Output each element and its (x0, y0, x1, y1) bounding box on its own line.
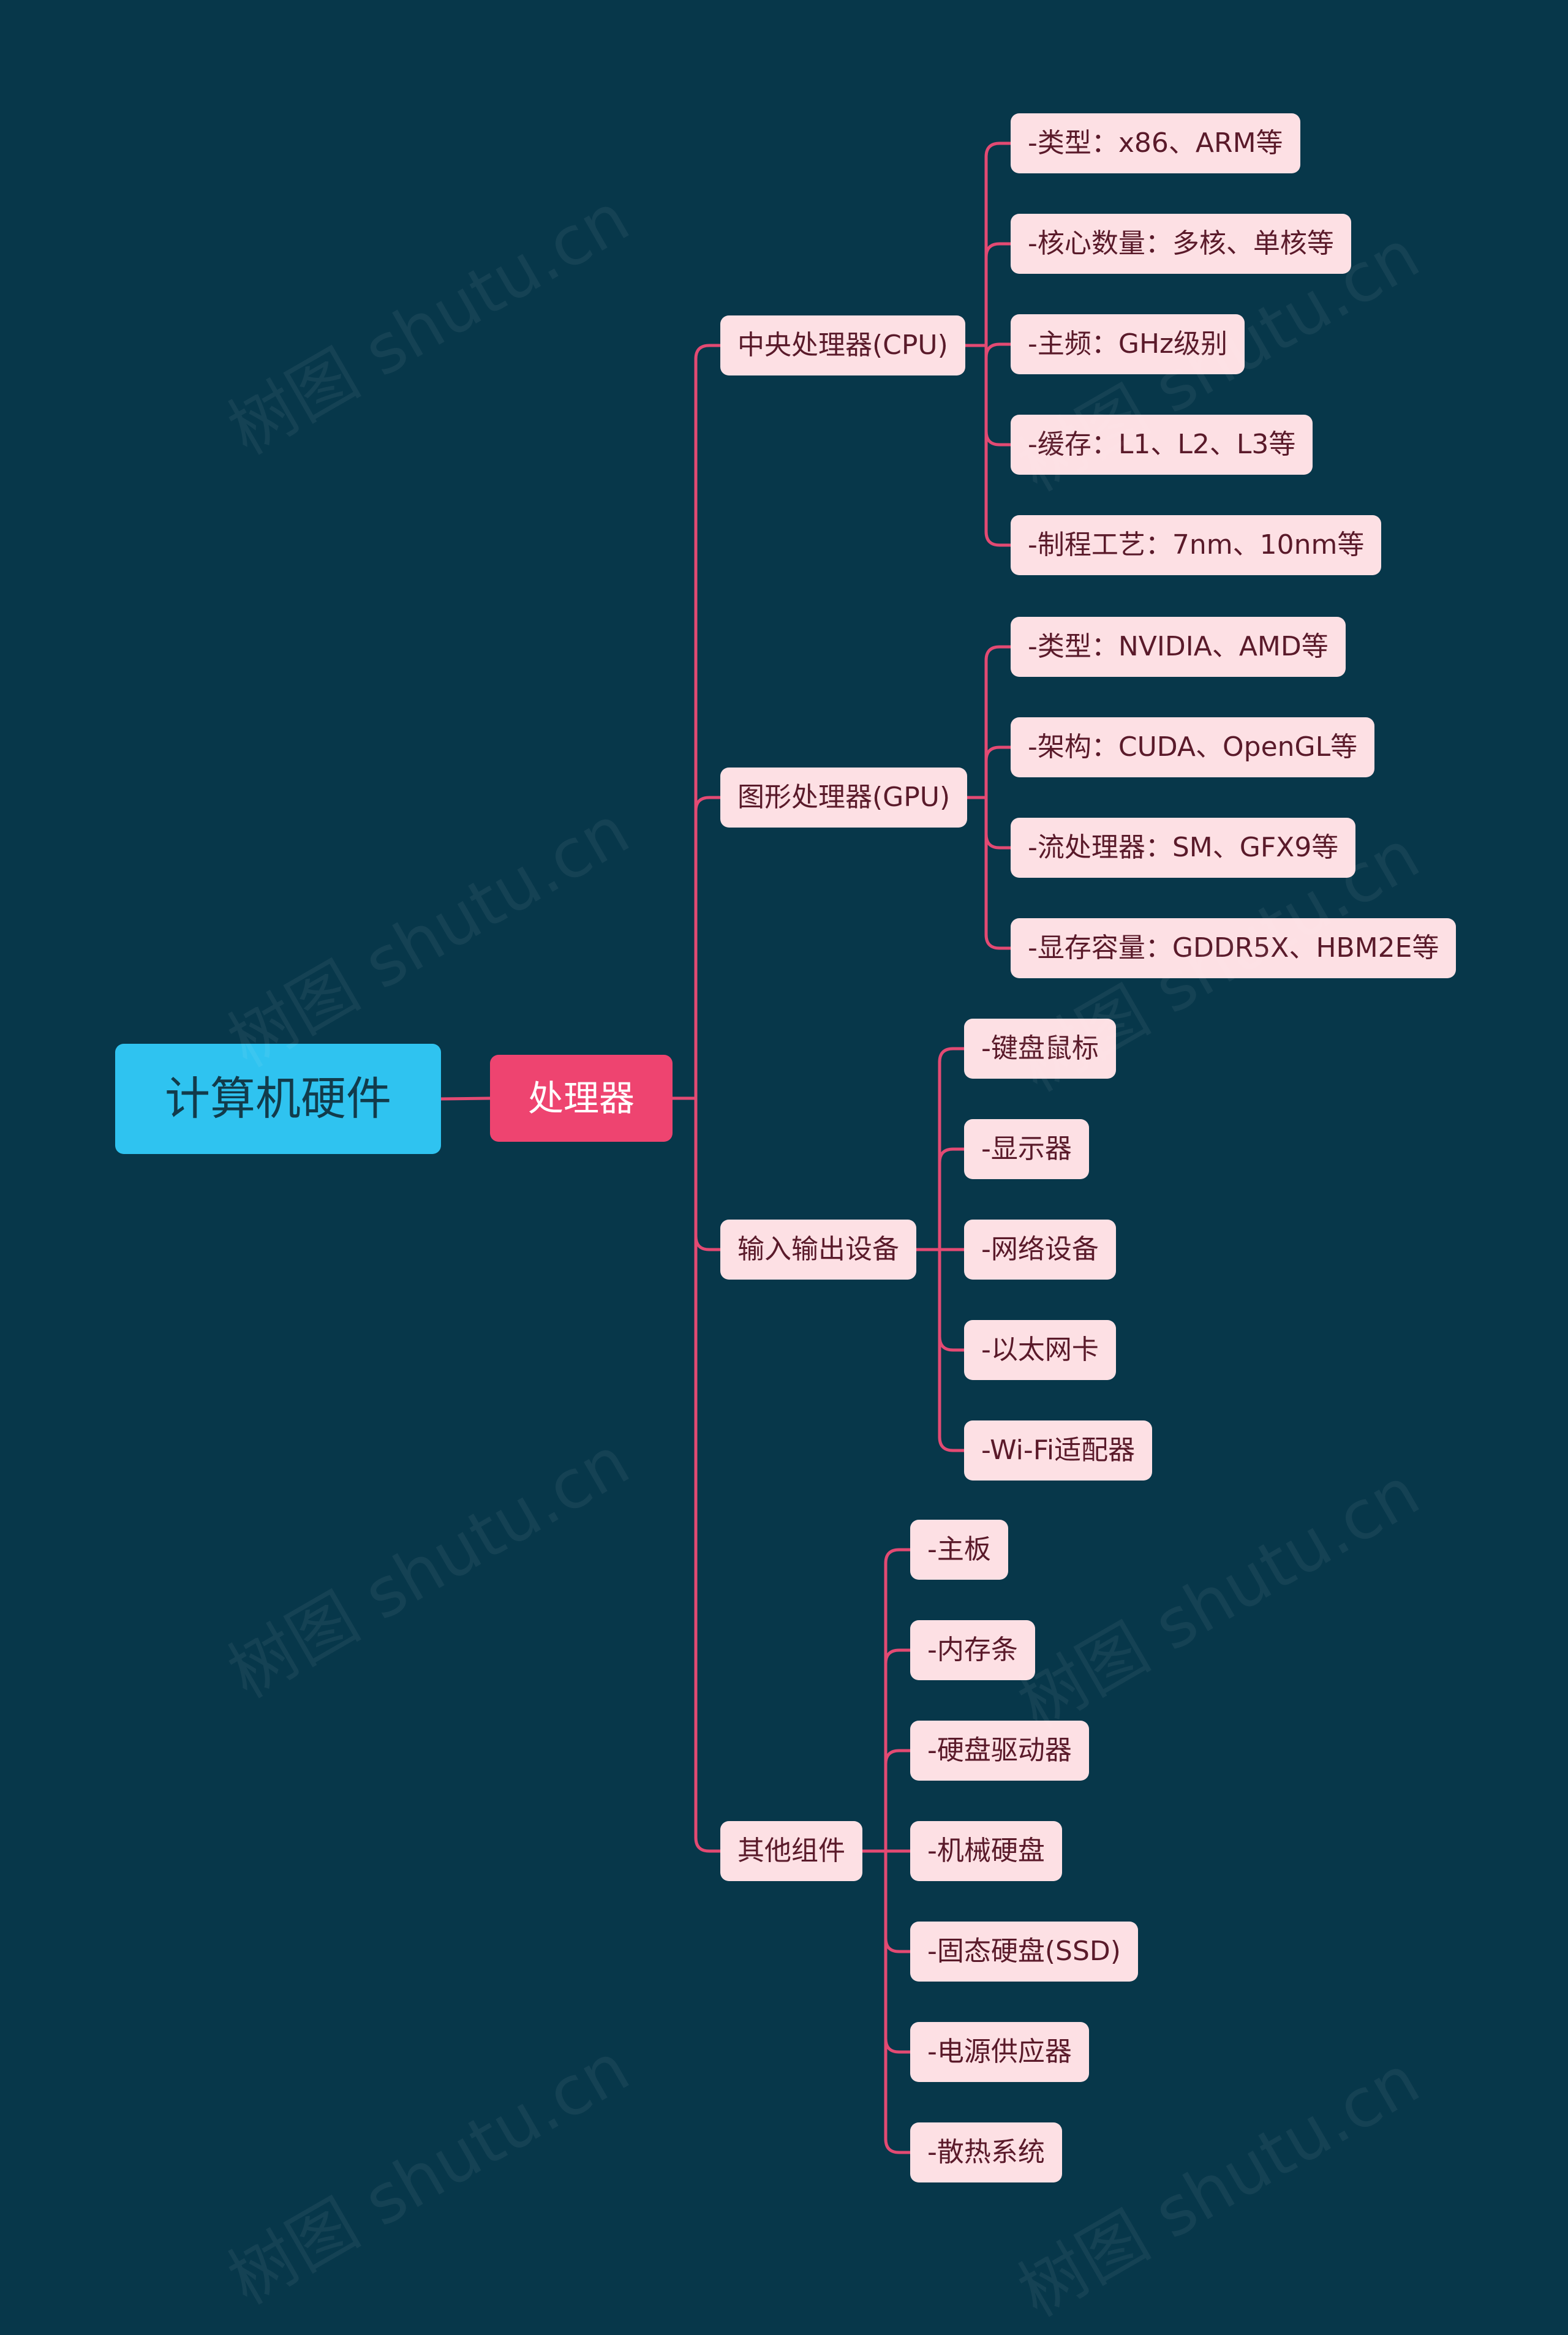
branch-node-gpu[interactable]: 图形处理器(GPU) (720, 768, 968, 828)
connector-branch-leaves-link (884, 2137, 912, 2154)
leaf-node[interactable]: -键盘鼠标 (964, 1019, 1116, 1079)
leaf-node[interactable]: -散热系统 (910, 2122, 1062, 2182)
connector-main-branches-link (694, 1234, 722, 1251)
leaf-node[interactable]: -机械硬盘 (910, 1821, 1062, 1881)
connector-branch-leaves-link (884, 1749, 912, 1766)
connector-root-main (439, 1096, 492, 1101)
leaf-node[interactable]: -制程工艺：7nm、10nm等 (1011, 515, 1382, 575)
connector-branch-leaves-link (984, 530, 1012, 547)
connector-branch-leaves-link (984, 933, 1012, 950)
connector-branch-leaves-link (884, 1936, 912, 1953)
leaf-node[interactable]: -电源供应器 (910, 2022, 1089, 2082)
branch-node-cpu[interactable]: 中央处理器(CPU) (720, 315, 965, 375)
connector-branch-leaves-link (938, 1335, 966, 1352)
connector-branch-leaves-link (938, 1047, 966, 1064)
connector-branch-leaves-link (938, 1435, 966, 1452)
leaf-node[interactable]: -主板 (910, 1520, 1008, 1580)
leaf-node[interactable]: -核心数量：多核、单核等 (1011, 214, 1351, 274)
connector-branch-leaves-link (884, 1648, 912, 1665)
leaf-node[interactable]: -缓存：L1、L2、L3等 (1011, 415, 1313, 475)
leaf-node[interactable]: -Wi-Fi适配器 (964, 1420, 1153, 1481)
connector-main-branches-link (694, 344, 722, 361)
branch-node-io-devices[interactable]: 输入输出设备 (720, 1220, 916, 1280)
connector-branch-leaves-link (984, 645, 1012, 662)
leaf-node[interactable]: -显示器 (964, 1119, 1089, 1179)
leaf-node[interactable]: -以太网卡 (964, 1320, 1116, 1380)
leaf-node[interactable]: -架构：CUDA、OpenGL等 (1011, 717, 1375, 777)
main-topic-node[interactable]: 处理器 (490, 1055, 673, 1142)
connector-branch-leaves-link (984, 429, 1012, 447)
branch-node-other-components[interactable]: 其他组件 (720, 1821, 862, 1881)
connector-branch-leaves-link (984, 242, 1012, 259)
connector-branch-leaves-link (938, 1147, 966, 1164)
leaf-node[interactable]: -流处理器：SM、GFX9等 (1011, 818, 1356, 878)
connector-branch-leaves-link (884, 1548, 912, 1565)
leaf-node[interactable]: -类型：x86、ARM等 (1011, 113, 1300, 173)
leaf-node[interactable]: -类型：NVIDIA、AMD等 (1011, 617, 1346, 677)
connector-branch-leaves-link (884, 2037, 912, 2054)
leaf-node[interactable]: -主频：GHz级别 (1011, 314, 1245, 374)
root-node[interactable]: 计算机硬件 (115, 1044, 441, 1154)
leaf-node[interactable]: -硬盘驱动器 (910, 1721, 1089, 1781)
leaf-node[interactable]: -显存容量：GDDR5X、HBM2E等 (1011, 918, 1457, 978)
connector-branch-leaves-link (984, 832, 1012, 850)
connector-branch-leaves-link (984, 745, 1012, 763)
leaf-node[interactable]: -内存条 (910, 1620, 1035, 1680)
leaf-node[interactable]: -固态硬盘(SSD) (910, 1922, 1138, 1982)
leaf-node[interactable]: -网络设备 (964, 1220, 1116, 1280)
connector-main-branches-link (694, 796, 722, 813)
connector-branch-leaves-link (984, 141, 1012, 159)
connector-branch-leaves-link (984, 342, 1012, 360)
connector-main-branches-link (694, 1836, 722, 1853)
